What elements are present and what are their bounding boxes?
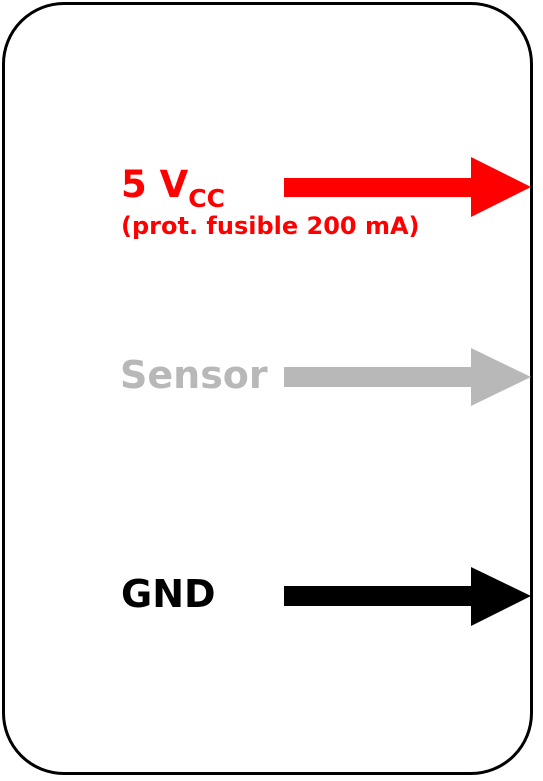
vcc-fuse-note: (prot. fusible 200 mA) xyxy=(121,212,420,240)
vcc-label: 5 VCC xyxy=(121,163,225,211)
gnd-label: GND xyxy=(121,572,216,616)
vcc-label-main: 5 V xyxy=(121,163,189,206)
sensor-label: Sensor xyxy=(120,353,268,397)
vcc-label-subscript: CC xyxy=(188,184,225,213)
connector-board-outline xyxy=(2,2,533,775)
